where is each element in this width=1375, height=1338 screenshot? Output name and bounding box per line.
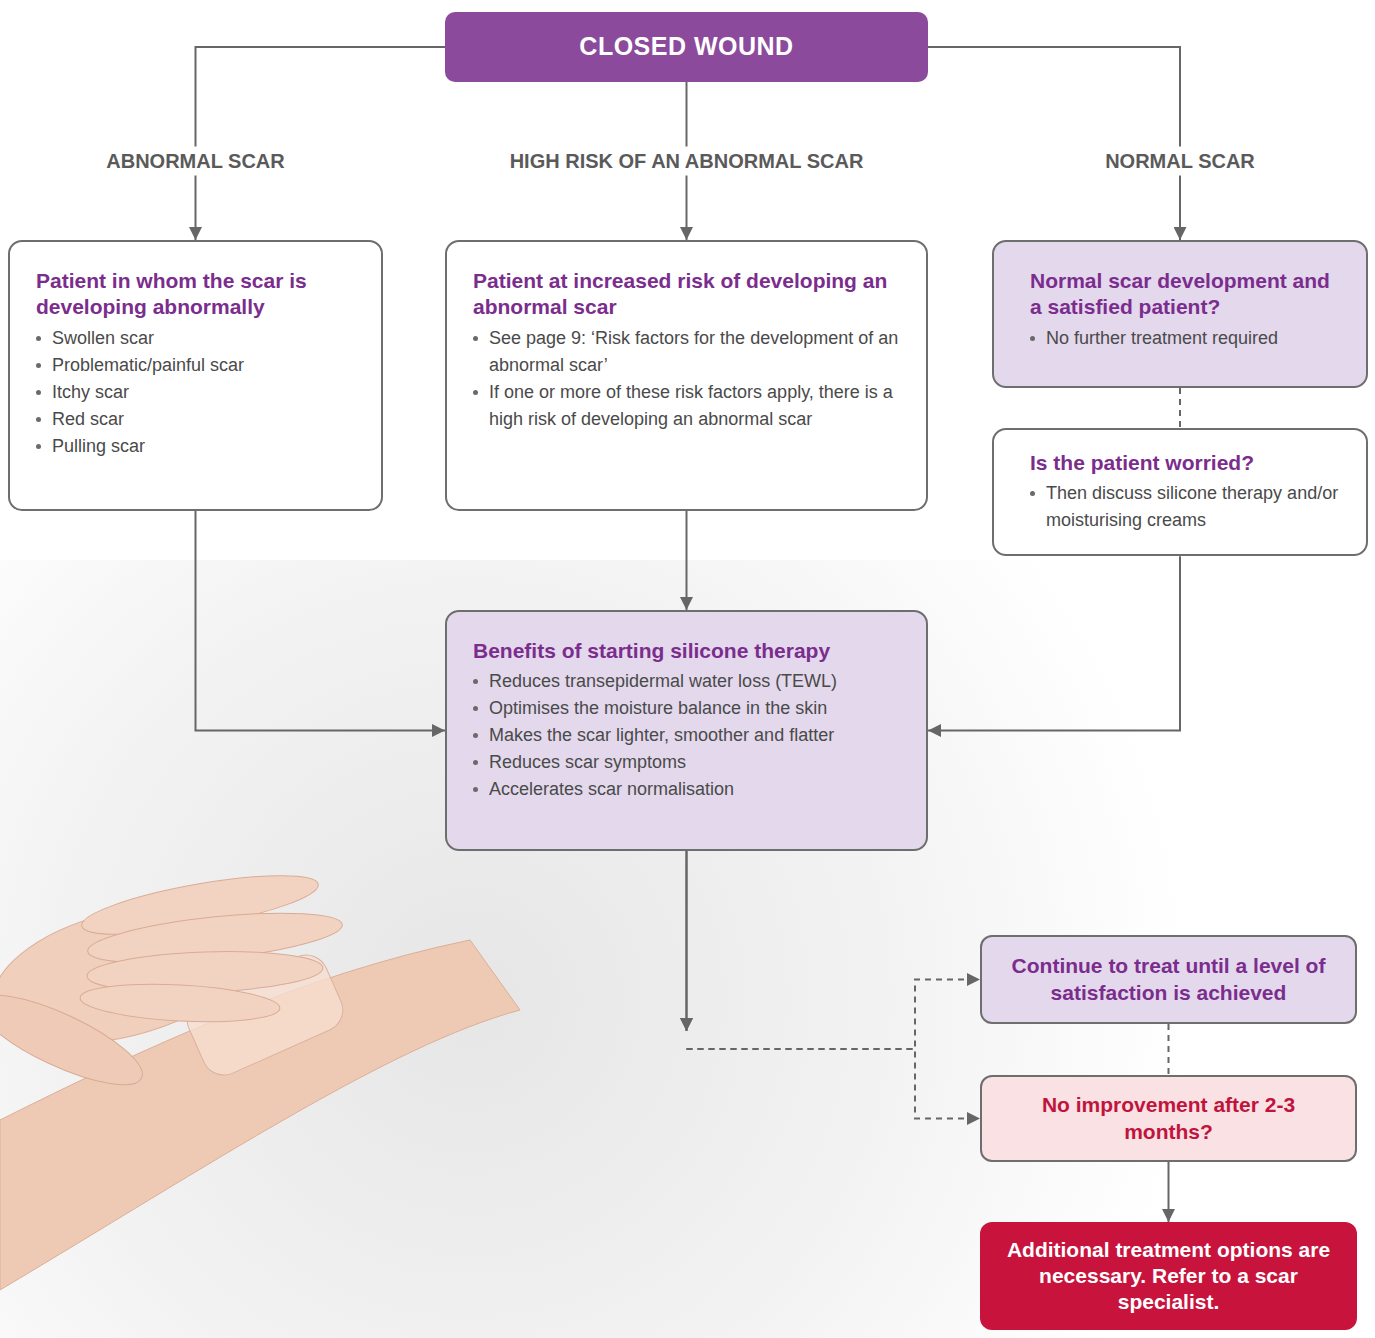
connector-arrow [1180,388,1181,428]
flow-box: Normal scar development and a satisfied … [992,240,1368,388]
connector-line [686,851,688,1031]
connector-line [196,511,446,731]
connector-line [686,511,688,610]
connector-arrow [1168,1162,1169,1222]
bullet-item: See page 9: ‘Risk factors for the develo… [473,325,906,379]
connector-line [687,980,981,1050]
flow-box: Is the patient worried? Then discuss sili… [992,428,1368,556]
bullet-text: Reduces transepidermal water loss (TEWL) [489,668,837,695]
bullet-text: Optimises the moisture balance in the sk… [489,695,827,722]
bullet-dot [36,390,41,395]
bullet-text: Swollen scar [52,325,154,352]
flow-box: Additional treatment options are necessa… [980,1222,1357,1330]
bullet-dot [36,444,41,449]
connector-line [1179,388,1181,428]
bullet-dot [1030,336,1035,341]
connector-line [687,1049,981,1119]
connector-arrow [686,511,687,610]
branch-label: NORMAL SCAR [1097,147,1263,176]
bullet-dot [473,706,478,711]
bullet-dot [36,336,41,341]
box-text: CLOSED WOUND [579,31,793,62]
bullet-item: Problematic/painful scar [36,352,361,379]
bullet-item: Then discuss silicone therapy and/or moi… [1030,480,1346,534]
box-heading: Benefits of starting silicone therapy [473,638,906,664]
bullet-item: No further treatment required [1030,325,1346,352]
box-heading: Normal scar development and a satisfied … [1030,268,1346,321]
connector-arrow [687,851,981,1049]
box-text: Continue to treat until a level of satis… [1004,953,1333,1006]
flow-box: Benefits of starting silicone therapyRed… [445,610,928,851]
flow-box: Patient at increased risk of developing … [445,240,928,511]
box-text: No improvement after 2-3 months? [1004,1092,1333,1145]
branch-label: ABNORMAL SCAR [98,147,293,176]
connector-arrow [196,47,446,240]
bullet-dot [36,363,41,368]
connector-arrow [687,851,981,1119]
bullet-dot [473,679,478,684]
connector-line [196,47,446,240]
bullet-text: No further treatment required [1046,325,1278,352]
connector-line [686,851,688,1031]
bullet-dot [1030,491,1035,496]
box-heading: Patient in whom the scar is developing a… [36,268,361,321]
finger-shape [79,980,281,1026]
box-heading: Is the patient worried? [1030,450,1346,476]
flow-box: Patient in whom the scar is developing a… [8,240,383,511]
bullet-text: Makes the scar lighter, smoother and fla… [489,722,834,749]
bullet-dot [473,787,478,792]
connector-arrow [928,47,1180,240]
connector-arrow [928,556,1180,730]
bullet-text: Problematic/painful scar [52,352,244,379]
bullet-dot [36,417,41,422]
connector-line [1168,1024,1170,1075]
bullet-item: Itchy scar [36,379,361,406]
bullet-dot [473,733,478,738]
background-shade [0,560,1375,1338]
connector-arrow [196,511,446,731]
bullet-text: Then discuss silicone therapy and/or moi… [1046,480,1346,534]
bullet-text: Accelerates scar normalisation [489,776,734,803]
bullet-item: Swollen scar [36,325,361,352]
flow-box: Continue to treat until a level of satis… [980,935,1357,1024]
bullet-text: If one or more of these risk factors app… [489,379,906,433]
bullet-item: If one or more of these risk factors app… [473,379,906,433]
flow-box: CLOSED WOUND [445,12,928,82]
connector-line [928,556,1180,730]
connector-arrow [1168,1024,1169,1075]
box-heading: Patient at increased risk of developing … [473,268,906,321]
flow-box: No improvement after 2-3 months? [980,1075,1357,1162]
branch-label: HIGH RISK OF AN ABNORMAL SCAR [502,147,872,176]
bullet-item: Optimises the moisture balance in the sk… [473,695,906,722]
bullet-text: Pulling scar [52,433,145,460]
bullet-item: Accelerates scar normalisation [473,776,906,803]
bullet-text: Red scar [52,406,124,433]
box-text: Additional treatment options are necessa… [1002,1237,1335,1316]
bullet-text: Itchy scar [52,379,129,406]
bullet-item: Reduces scar symptoms [473,749,906,776]
bullet-item: Red scar [36,406,361,433]
bullet-item: Reduces transepidermal water loss (TEWL) [473,668,906,695]
bullet-text: See page 9: ‘Risk factors for the develo… [489,325,906,379]
bullet-dot [473,760,478,765]
bullet-item: Pulling scar [36,433,361,460]
bullet-item: Makes the scar lighter, smoother and fla… [473,722,906,749]
connector-line [1168,1162,1170,1222]
bullet-text: Reduces scar symptoms [489,749,686,776]
bullet-dot [473,390,478,395]
bullet-dot [473,336,478,341]
connector-line [928,47,1180,240]
thumb-shape [0,978,153,1101]
